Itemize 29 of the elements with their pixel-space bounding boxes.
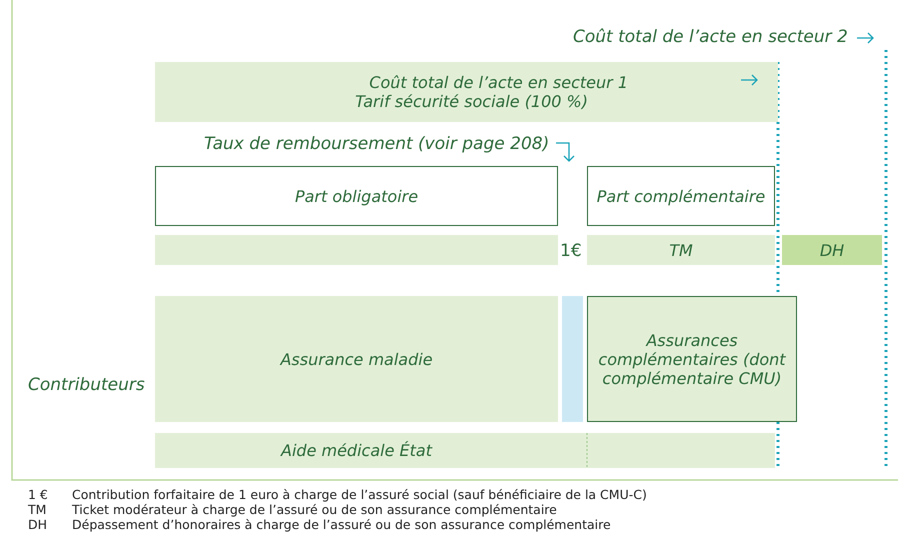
legend-key: DH <box>28 517 48 532</box>
legend-key: 1 € <box>28 487 48 502</box>
axis-label: Coût total de l’acte en secteur 2 <box>573 27 848 47</box>
band-label: TM <box>669 240 693 260</box>
cost-band <box>155 62 778 122</box>
band-label: Part obligatoire <box>294 186 418 206</box>
share-box <box>587 166 775 226</box>
band <box>155 433 775 468</box>
band <box>782 235 882 265</box>
band-label: DH <box>820 240 844 260</box>
band-label: Part complémentaire <box>596 186 766 206</box>
band-label: Tarif sécurité sociale (100 %) <box>355 92 588 111</box>
bar <box>562 296 583 422</box>
share-box <box>155 166 558 226</box>
row-label: Contributeurs <box>28 375 145 395</box>
band <box>155 296 558 422</box>
legend-text: Dépassement d’honoraires à charge de l’assuré ou de son assurance complémentaire <box>72 517 611 532</box>
amount-label: 1€ <box>560 241 582 261</box>
band-label: Assurances complémentaires (dont complémentaire CMU) <box>597 330 787 388</box>
legend-text: Contribution forfaitaire de 1 euro à charge de l’assuré social (sauf bénéficiaire de la CMU-C) <box>72 487 647 502</box>
band-label: Aide médicale État <box>281 441 432 460</box>
band-heading: Coût total de l’acte en secteur 1 <box>369 73 628 92</box>
band-label: Assurance maladie <box>280 350 433 368</box>
band <box>587 235 775 265</box>
insurer-box <box>587 296 797 422</box>
legend-text: Ticket modérateur à charge de l’assuré ou de son assurance complémentaire <box>72 502 557 517</box>
legend-key: TM <box>28 502 46 517</box>
axis-label: Taux de remboursement (voir page 208) <box>204 134 550 154</box>
band <box>155 235 558 265</box>
